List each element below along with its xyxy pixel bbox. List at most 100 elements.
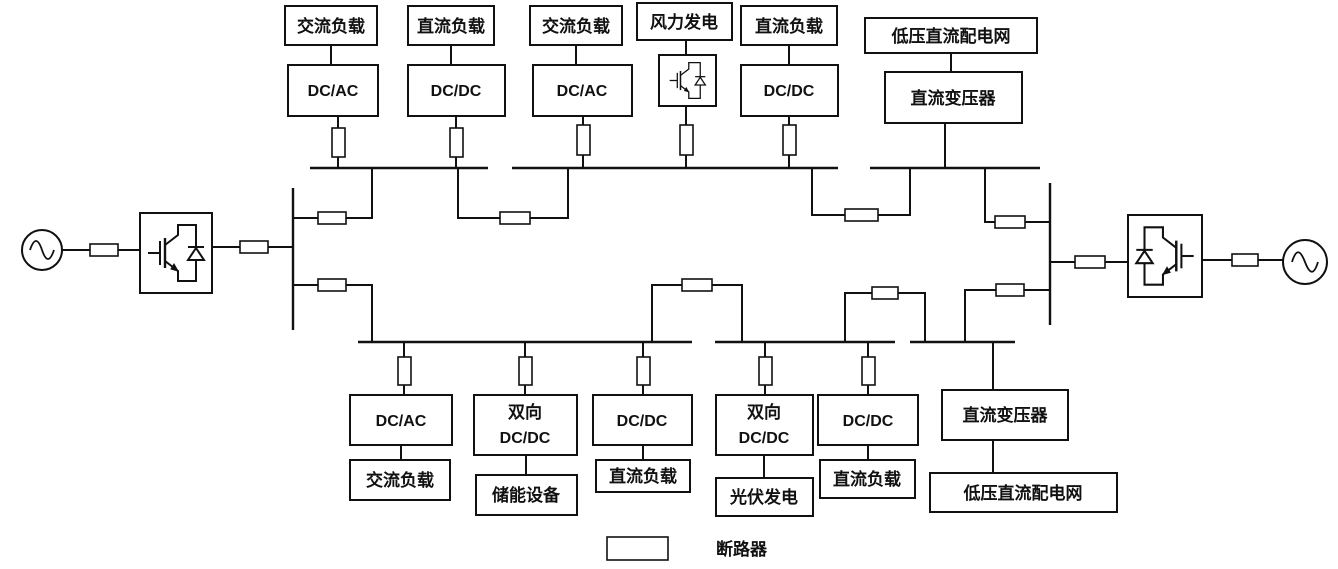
- load-label: 交流负载: [297, 16, 365, 37]
- load-box: [595, 459, 691, 493]
- breaker: [1231, 253, 1259, 267]
- breaker: [861, 356, 876, 386]
- breaker: [995, 283, 1025, 297]
- load-label: 交流负载: [542, 16, 610, 37]
- breaker: [499, 211, 531, 225]
- top-branch-1: 交流负载 DC/AC: [284, 5, 379, 168]
- tie-wire: [457, 168, 500, 219]
- load-box: [929, 472, 1118, 513]
- breaker: [518, 356, 533, 386]
- converter-label-line2: DC/DC: [739, 430, 790, 447]
- sine-wave: [29, 240, 55, 260]
- bottom-branch-3: DC/DC 直流负载: [592, 342, 693, 493]
- tie-wire: [844, 292, 872, 342]
- breaker: [239, 240, 269, 254]
- breaker: [397, 356, 412, 386]
- top-branch-2: 直流负载 DC/DC: [407, 5, 506, 168]
- bottom-branch-1: DC/AC 交流负载: [349, 342, 453, 501]
- load-label: 光伏发电: [729, 487, 798, 508]
- breaker: [449, 127, 464, 158]
- breaker-icon: [606, 536, 669, 561]
- tie-wire: [811, 168, 845, 216]
- bottom-branch-5: DC/DC 直流负载: [817, 342, 919, 499]
- load-box: [349, 459, 451, 501]
- tie-wire: [651, 284, 682, 342]
- breaker: [681, 278, 713, 292]
- converter-box: [349, 394, 453, 446]
- breaker: [994, 215, 1026, 229]
- tie-wire: [346, 168, 373, 219]
- converter-label-line1: 双向: [747, 402, 781, 423]
- bottom-branch-4: 双向 DC/DC 光伏发电: [715, 342, 814, 517]
- breaker: [89, 243, 119, 257]
- load-label: 风力发电: [650, 12, 718, 33]
- top-branch-6: 低压直流配电网 直流变压器: [864, 17, 1038, 168]
- load-label: 低压直流配电网: [891, 26, 1011, 47]
- breaker: [317, 211, 347, 225]
- breaker: [844, 208, 879, 222]
- top-branch-5: 直流负载 DC/DC: [740, 5, 839, 168]
- tie-wire: [346, 284, 373, 342]
- load-label: 直流负载: [833, 469, 901, 490]
- load-box: [475, 474, 578, 516]
- breaker: [576, 124, 591, 156]
- tie-wire: [984, 168, 995, 223]
- right-ac-grid: [1050, 214, 1328, 298]
- tie-wire: [964, 289, 996, 342]
- load-label: 储能设备: [492, 485, 561, 506]
- legend-breaker-label: 断路器: [716, 539, 768, 560]
- load-box: [819, 459, 916, 499]
- converter-box: [658, 54, 717, 107]
- tie-wire: [530, 168, 569, 219]
- dc-buses: [291, 166, 1052, 344]
- breaker: [1074, 255, 1106, 269]
- converter-box: [592, 394, 693, 446]
- top-branch-3: 交流负载 DC/AC: [529, 5, 633, 168]
- legend: 断路器: [606, 536, 768, 561]
- bus-interconnections: [293, 168, 1050, 342]
- load-label: 低压直流配电网: [963, 483, 1083, 504]
- converter-label-line1: 双向: [508, 402, 542, 423]
- load-label: 直流负载: [609, 466, 677, 487]
- breaker: [331, 127, 346, 158]
- load-box: [715, 477, 814, 517]
- top-branch-4-wind: 风力发电: [636, 2, 733, 168]
- load-label: 交流负载: [366, 470, 434, 491]
- tie-wire: [878, 168, 911, 216]
- converter-label-line2: DC/DC: [500, 430, 551, 447]
- breaker: [636, 356, 651, 386]
- breaker: [871, 286, 899, 300]
- converter-label: 直流变压器: [963, 405, 1049, 426]
- converter-label: DC/AC: [376, 413, 427, 430]
- converter-box: [941, 389, 1069, 441]
- load-box: [407, 5, 495, 46]
- converter-box: [740, 64, 839, 117]
- breaker: [317, 278, 347, 292]
- sine-wave: [1291, 251, 1319, 273]
- ac-source-icon: [21, 229, 63, 271]
- converter-label: DC/DC: [617, 413, 668, 430]
- load-label: 直流负载: [755, 16, 823, 37]
- tie-wire: [712, 284, 743, 342]
- converter-label: DC/DC: [764, 83, 815, 100]
- tie-wire: [898, 292, 926, 342]
- load-label: 直流负载: [417, 16, 485, 37]
- breaker: [679, 124, 694, 156]
- converter-box: [532, 64, 633, 117]
- left-ac-grid: [21, 212, 293, 294]
- converter-label: DC/AC: [308, 83, 359, 100]
- bottom-branch-2: 双向 DC/DC 储能设备: [473, 342, 578, 516]
- converter-label: DC/AC: [557, 83, 608, 100]
- breaker: [782, 124, 797, 156]
- converter-label: DC/DC: [843, 413, 894, 430]
- bottom-branch-6: 直流变压器 低压直流配电网: [929, 342, 1118, 513]
- converter-box: [407, 64, 506, 117]
- load-box: [636, 2, 733, 41]
- converter-label: DC/DC: [431, 83, 482, 100]
- converter-box: [817, 394, 919, 446]
- converter-label: 直流变压器: [911, 88, 997, 109]
- load-box: [740, 5, 838, 46]
- ac-source-icon: [1282, 239, 1328, 285]
- converter-box: [884, 71, 1023, 124]
